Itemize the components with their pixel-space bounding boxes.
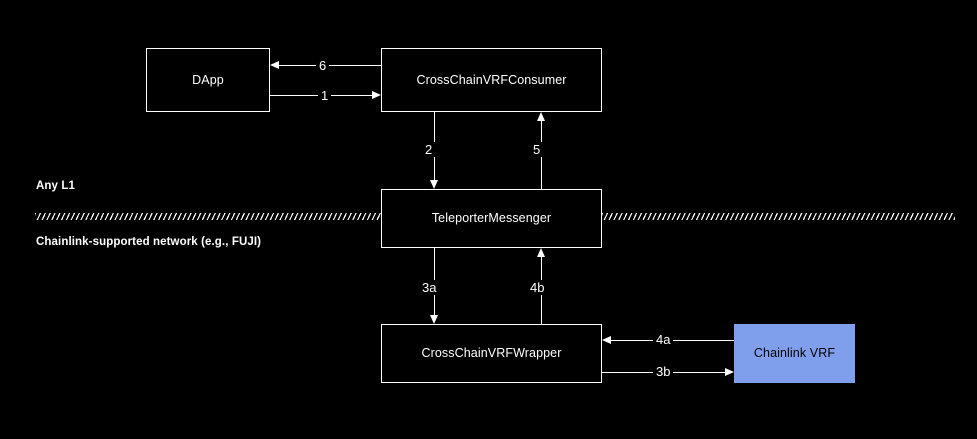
edge-6-label: 6 <box>316 58 330 73</box>
zone-label-chainlink-network: Chainlink-supported network (e.g., FUJI) <box>36 236 262 248</box>
zone-label-any-l1: Any L1 <box>36 180 75 192</box>
edge-2-arrowhead <box>429 180 438 189</box>
edge-5-label: 5 <box>530 142 544 157</box>
edge-3a-arrowhead <box>429 315 438 324</box>
node-dapp[interactable]: DApp <box>146 48 270 112</box>
edge-3a-label: 3a <box>419 280 440 295</box>
edge-1-arrowhead <box>372 90 381 99</box>
edge-3b-arrowhead <box>725 367 734 376</box>
edge-2-label: 2 <box>422 142 436 157</box>
node-crosschain-vrf-consumer[interactable]: CrossChainVRFConsumer <box>381 48 602 112</box>
edge-3b-label: 3b <box>653 364 674 379</box>
edge-6-line <box>279 65 381 66</box>
node-teleporter-messenger[interactable]: TeleporterMessenger <box>381 189 602 248</box>
network-boundary-separator-right <box>602 213 955 220</box>
edge-4b-label: 4b <box>527 280 548 295</box>
node-crosschain-vrf-wrapper[interactable]: CrossChainVRFWrapper <box>381 324 602 383</box>
edge-4a-arrowhead <box>602 335 611 344</box>
network-boundary-separator-left <box>35 213 381 220</box>
edge-6-arrowhead <box>270 60 279 69</box>
edge-5-arrowhead <box>536 112 545 121</box>
node-chainlink-vrf[interactable]: Chainlink VRF <box>734 324 855 383</box>
edge-4b-arrowhead <box>536 248 545 257</box>
edge-1-label: 1 <box>318 88 332 103</box>
edge-4a-label: 4a <box>653 332 674 347</box>
